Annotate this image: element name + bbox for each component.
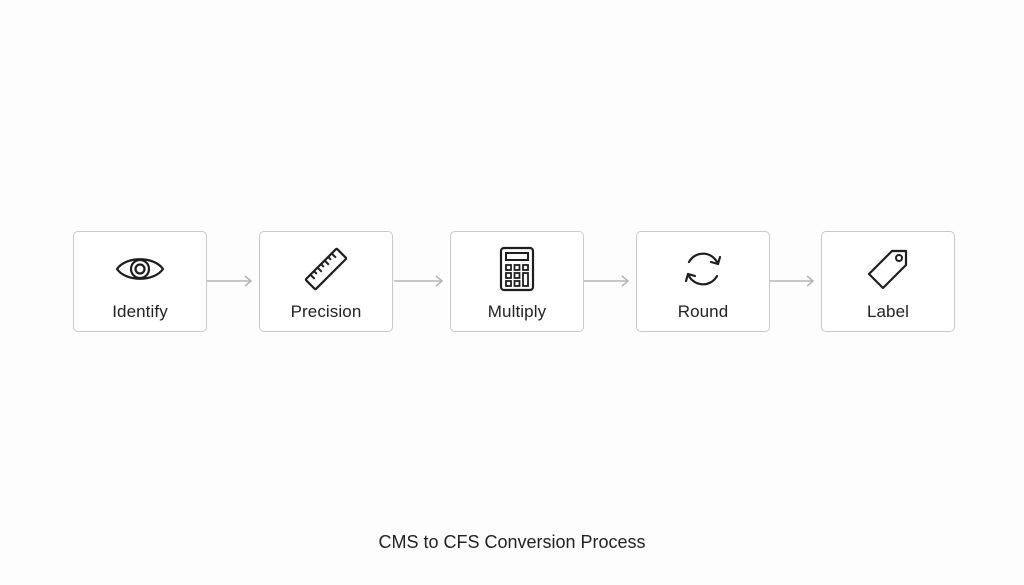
step-precision: Precision [259, 231, 393, 332]
step-label: Precision [290, 302, 362, 321]
step-round: Round [636, 231, 770, 332]
arrow-connector [770, 275, 815, 287]
refresh-icon [678, 246, 728, 292]
diagram-caption: CMS to CFS Conversion Process [378, 532, 646, 552]
tag-icon [863, 246, 913, 292]
eye-icon [115, 246, 165, 292]
arrow-connector [394, 275, 444, 287]
step-label: Identify [112, 302, 168, 321]
step-label: Round [677, 302, 729, 321]
step-label: Multiply [487, 302, 547, 321]
arrow-connector [584, 275, 630, 287]
arrow-connector [207, 275, 253, 287]
step-label: Label [866, 302, 910, 321]
ruler-icon [301, 246, 351, 292]
calculator-icon [492, 246, 542, 292]
step-label-tag: Label [821, 231, 955, 332]
step-multiply: Multiply [450, 231, 584, 332]
step-identify: Identify [73, 231, 207, 332]
